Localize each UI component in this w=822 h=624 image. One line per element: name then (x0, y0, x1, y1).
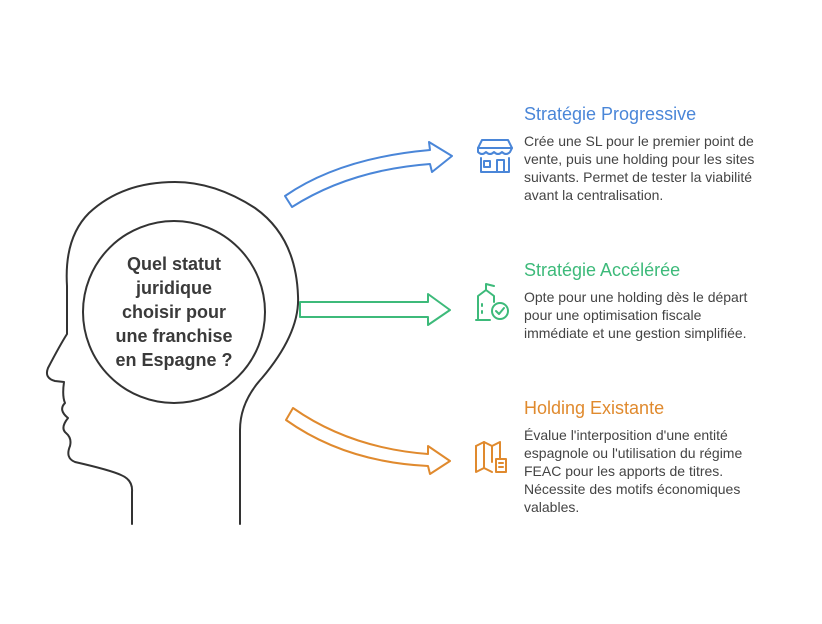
description-line: espagnole ou l'utilisation du régime (524, 445, 743, 461)
description-line: vente, puis une holding pour les sites (524, 151, 755, 167)
option-holding-existante: Holding Existante Évalue l'interposition… (524, 397, 794, 516)
arrow-existante (285, 407, 451, 475)
description-line: Nécessite des motifs économiques (524, 481, 741, 497)
description-line: FEAC pour les apports de titres. (524, 463, 724, 479)
description-line: valables. (524, 499, 580, 515)
building-check-icon (475, 283, 509, 321)
question-line: choisir pour (121, 302, 226, 322)
description-line: suivants. Permet de tester la viabilité (524, 169, 752, 185)
head-silhouette (45, 181, 300, 525)
storefront-icon (477, 139, 513, 173)
description-line: Opte pour une holding dès le départ (524, 289, 748, 305)
option-description: Évalue l'interposition d'une entité espa… (524, 426, 794, 516)
description-line: Évalue l'interposition d'une entité (524, 427, 728, 443)
central-question: Quel statut juridique choisir pour une f… (96, 252, 252, 372)
thought-circle (82, 220, 266, 404)
option-title: Holding Existante (524, 398, 665, 418)
question-line: en Espagne ? (115, 350, 233, 370)
option-title: Stratégie Accélérée (524, 260, 681, 280)
description-line: avant la centralisation. (524, 187, 664, 203)
question-line: juridique (136, 278, 212, 298)
option-strategie-progressive: Stratégie Progressive Crée une SL pour l… (524, 103, 794, 204)
question-line: Quel statut (126, 254, 221, 274)
description-line: pour une optimisation fiscale (524, 307, 702, 323)
arrow-acceleree (299, 293, 451, 326)
option-strategie-acceleree: Stratégie Accélérée Opte pour une holdin… (524, 259, 794, 342)
option-title: Stratégie Progressive (524, 104, 697, 124)
option-description: Opte pour une holding dès le départ pour… (524, 288, 794, 342)
description-line: immédiate et une gestion simplifiée. (524, 325, 747, 341)
description-line: Crée une SL pour le premier point de (524, 133, 754, 149)
map-document-icon (475, 441, 507, 473)
arrow-progressive (284, 141, 453, 208)
option-description: Crée une SL pour le premier point de ven… (524, 132, 794, 204)
question-line: une franchise (115, 326, 233, 346)
